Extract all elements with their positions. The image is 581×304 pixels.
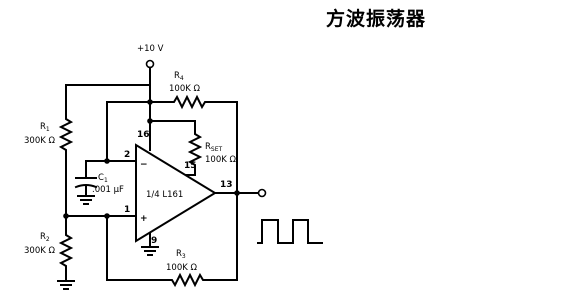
rset-label: RSET 100K Ω bbox=[205, 142, 236, 165]
pin-16: 16 bbox=[137, 130, 150, 140]
resistor-rset bbox=[187, 130, 203, 172]
wire-r4-left bbox=[106, 84, 151, 162]
supply-label: +10 V bbox=[137, 44, 164, 54]
resistor-r4 bbox=[169, 94, 211, 110]
ground-icon bbox=[57, 271, 75, 290]
svg-text:100K Ω: 100K Ω bbox=[166, 263, 197, 273]
wire-r3-right bbox=[206, 192, 238, 281]
r4-label: R4 100K Ω bbox=[169, 71, 200, 94]
svg-text:R4: R4 bbox=[174, 71, 184, 82]
resistor-r3 bbox=[166, 272, 208, 288]
r2-label: R2 300K Ω bbox=[24, 232, 55, 256]
opamp-label: 1/4 L161 bbox=[146, 190, 183, 200]
inverting-input-symbol: − bbox=[140, 160, 148, 170]
wire-r3-left bbox=[106, 215, 168, 281]
noninverting-input-symbol: + bbox=[140, 214, 148, 224]
supply-terminal bbox=[145, 59, 155, 86]
ground-icon bbox=[77, 195, 95, 205]
r3-label: R3 100K Ω bbox=[166, 249, 197, 273]
page-title: 方波振荡器 bbox=[326, 8, 427, 30]
svg-text:R3: R3 bbox=[176, 249, 186, 260]
pin-9: 9 bbox=[151, 236, 157, 246]
svg-text:100K Ω: 100K Ω bbox=[169, 84, 200, 94]
opamp-triangle bbox=[135, 143, 217, 243]
svg-text:300K Ω: 300K Ω bbox=[24, 136, 55, 146]
output-terminal bbox=[257, 188, 267, 198]
svg-text:C1: C1 bbox=[98, 173, 108, 184]
pin-13: 13 bbox=[220, 180, 233, 190]
wire-supply-r1 bbox=[65, 84, 151, 116]
svg-text:R2: R2 bbox=[40, 232, 50, 243]
svg-text:RSET: RSET bbox=[205, 142, 223, 153]
pin-15: 15 bbox=[184, 161, 197, 171]
svg-text:100K Ω: 100K Ω bbox=[205, 155, 236, 165]
ground-icon bbox=[141, 246, 159, 256]
square-wave-icon bbox=[257, 219, 323, 244]
svg-text:300K Ω: 300K Ω bbox=[24, 246, 55, 256]
pin-1: 1 bbox=[124, 205, 130, 215]
resistor-r2 bbox=[58, 230, 74, 273]
r1-label: R1 300K Ω bbox=[24, 122, 55, 146]
pin-2: 2 bbox=[124, 150, 130, 160]
svg-text:R1: R1 bbox=[40, 122, 50, 133]
svg-text:.001 μF: .001 μF bbox=[92, 185, 124, 195]
resistor-r1 bbox=[58, 114, 74, 156]
c1-label: C1 .001 μF bbox=[92, 173, 124, 195]
wire-rset-top bbox=[149, 120, 196, 132]
